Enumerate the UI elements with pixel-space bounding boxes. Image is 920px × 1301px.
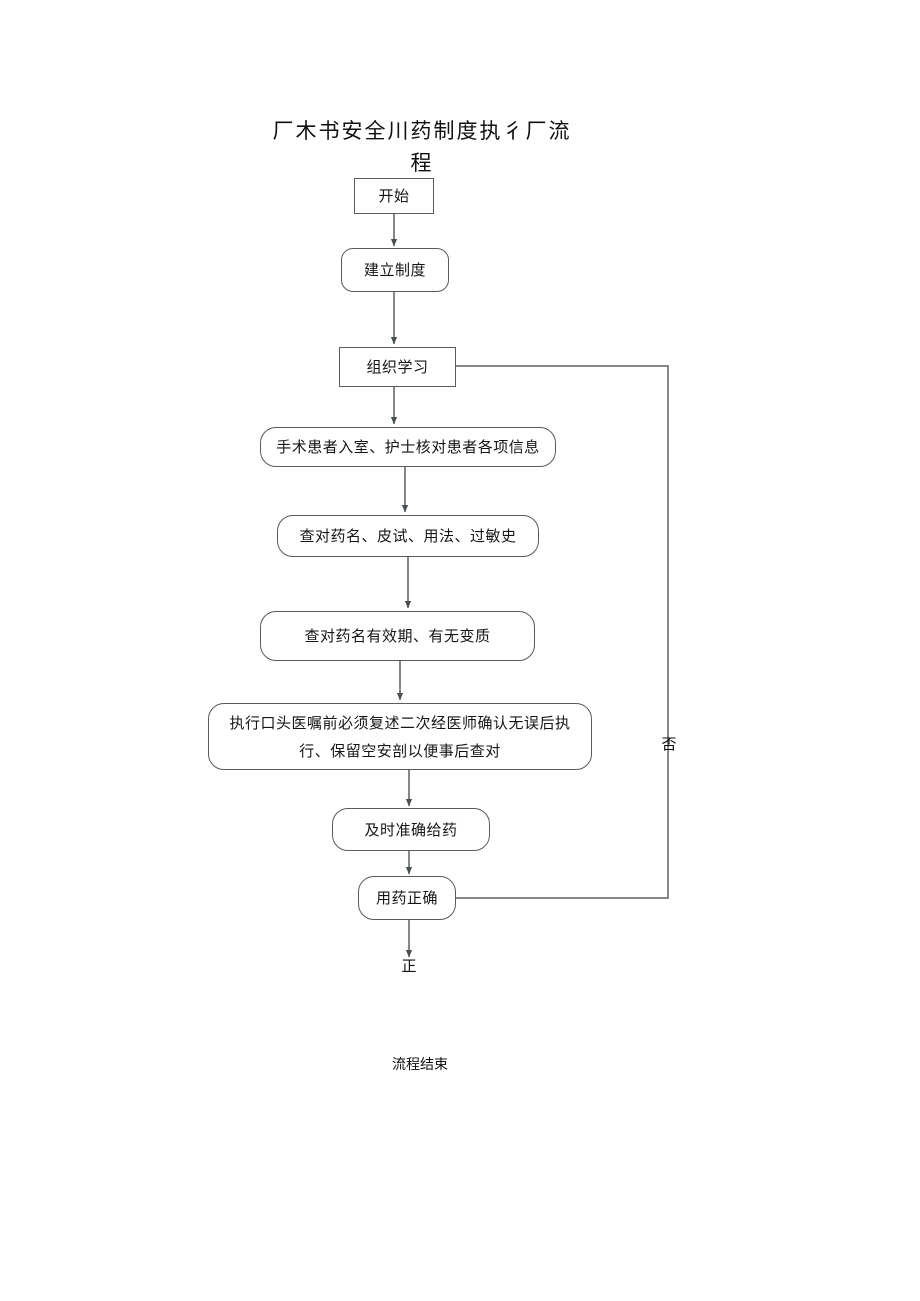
node-check-expiry-quality[interactable]: 查对药名有效期、有无变质 bbox=[260, 611, 535, 661]
node-patient-entry-verify[interactable]: 手术患者入室、护士核对患者各项信息 bbox=[260, 427, 556, 467]
page-title-line-1: 厂木书安全川药制度执彳厂流 bbox=[272, 119, 572, 143]
node-verbal-order-procedure[interactable]: 执行口头医嘱前必须复述二次经医师确认无误后执行、保留空安剖以便事后查对 bbox=[208, 703, 592, 770]
edge-label-yes: 正 bbox=[401, 957, 417, 975]
node-medication-correct-decision[interactable]: 用药正确 bbox=[358, 876, 456, 920]
node-organize-study[interactable]: 组织学习 bbox=[339, 347, 456, 387]
node-timely-accurate-administration[interactable]: 及时准确给药 bbox=[332, 808, 490, 851]
edge-label-no: 否 bbox=[661, 735, 677, 753]
node-start[interactable]: 开始 bbox=[354, 178, 434, 214]
process-end-note: 流程结束 bbox=[392, 1057, 448, 1073]
node-establish-system[interactable]: 建立制度 bbox=[341, 248, 449, 292]
page-title-line-2: 程 bbox=[410, 151, 434, 175]
connector-feedback-no bbox=[456, 365, 669, 899]
node-check-drug-name-allergy[interactable]: 查对药名、皮试、用法、过敏史 bbox=[277, 515, 539, 557]
